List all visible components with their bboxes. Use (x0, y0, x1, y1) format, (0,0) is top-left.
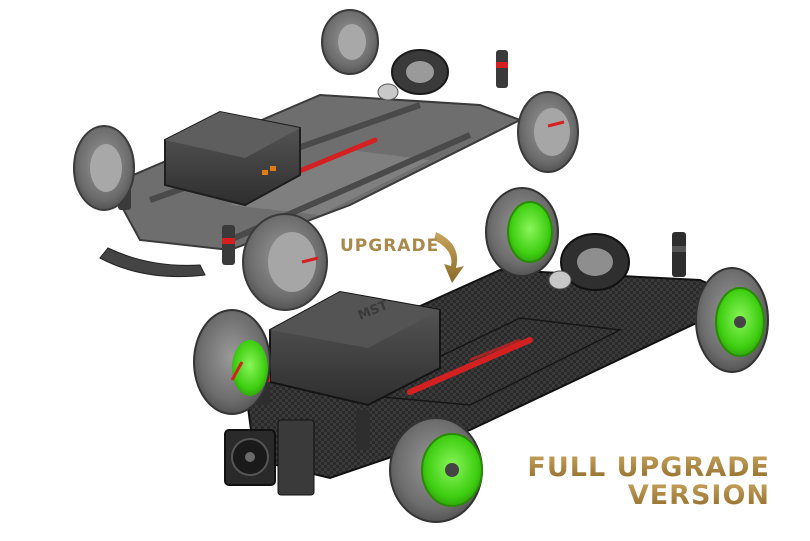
upgraded-motor (548, 233, 630, 291)
upgraded-wheel-front-left (485, 187, 559, 277)
upgraded-battery-box: MST (269, 290, 441, 407)
headline-line-2: VERSION (627, 480, 770, 511)
upgrade-label: UPGRADE (340, 236, 440, 256)
upgraded-wheel-front-right (695, 267, 769, 373)
stock-driveshaft (287, 137, 378, 178)
upgraded-driveshaft (407, 337, 533, 395)
upgraded-esc-fan (224, 419, 315, 496)
upgraded-wheel-rear-right (389, 417, 483, 523)
stock-wheel-front-left (321, 9, 379, 75)
upgrade-arrow-icon (434, 232, 464, 283)
upgraded-wheel-rear-left (193, 309, 271, 415)
upgraded-chassis: MST (193, 187, 769, 523)
stock-motor (377, 49, 449, 101)
stock-wheel-rear-left (73, 125, 135, 211)
stock-wheel-rear-right (242, 213, 328, 311)
headline-line-1: FULL UPGRADE (527, 452, 770, 483)
stock-chassis (73, 9, 579, 311)
upgraded-shock-front (672, 232, 686, 277)
stock-wheel-front-right (517, 91, 579, 173)
stock-battery-box (164, 110, 301, 207)
stock-shock-front (496, 50, 508, 88)
